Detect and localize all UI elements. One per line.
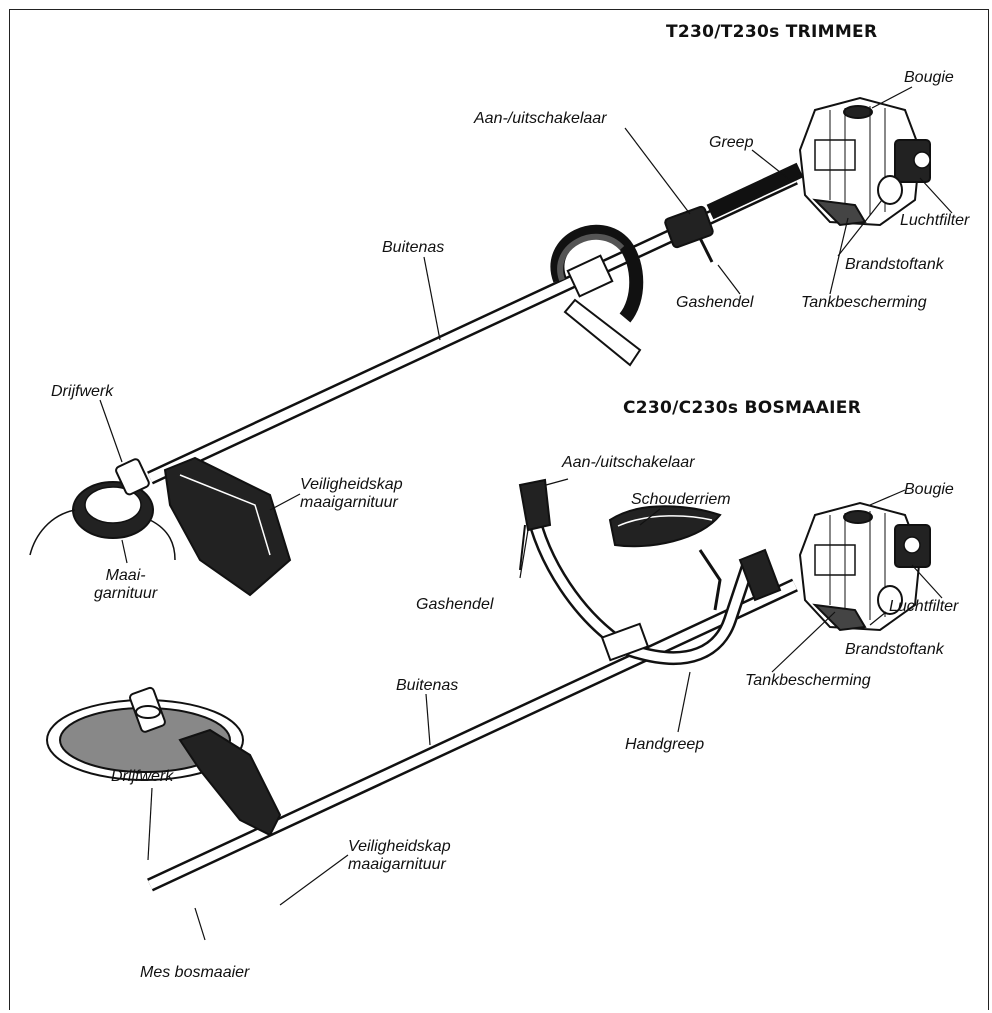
brushcutter-label-handgreep: Handgreep <box>625 736 704 754</box>
brushcutter-label-tankbescherming: Tankbescherming <box>745 672 871 690</box>
brushcutter-label-veiligheidskap-line1: Veiligheidskap <box>348 838 451 856</box>
trimmer-illustration <box>30 98 930 595</box>
brushcutter-label-aan-uit: Aan-/uitschakelaar <box>562 454 695 472</box>
trimmer-label-maai-line2: garnituur <box>94 585 157 603</box>
brushcutter-label-veiligheidskap: Veiligheidskap maaigarnituur <box>348 838 451 874</box>
brushcutter-label-brandstoftank: Brandstoftank <box>845 641 944 659</box>
trimmer-label-gashendel: Gashendel <box>676 294 753 312</box>
trimmer-label-veiligheidskap: Veiligheidskap maaigarnituur <box>300 476 403 512</box>
brushcutter-title: C230/C230s BOSMAAIER <box>623 398 861 418</box>
trimmer-title: T230/T230s TRIMMER <box>666 22 877 42</box>
trimmer-label-tankbescherming: Tankbescherming <box>801 294 927 312</box>
brushcutter-label-schouderriem: Schouderriem <box>631 491 731 509</box>
trimmer-grip <box>710 170 800 212</box>
brushcutter-label-luchtfilter: Luchtfilter <box>889 598 958 616</box>
brushcutter-label-bougie: Bougie <box>904 481 954 499</box>
trimmer-label-aan-uit: Aan-/uitschakelaar <box>474 110 607 128</box>
trimmer-label-veiligheidskap-line1: Veiligheidskap <box>300 476 403 494</box>
trimmer-label-maaigarnituur: Maai- garnituur <box>94 567 157 603</box>
brushcutter-label-buitenas: Buitenas <box>396 677 458 695</box>
trimmer-label-greep: Greep <box>709 134 753 152</box>
trimmer-label-luchtfilter: Luchtfilter <box>900 212 969 230</box>
trimmer-label-brandstoftank: Brandstoftank <box>845 256 944 274</box>
trimmer-guard <box>165 458 290 595</box>
brushcutter-blade <box>47 687 280 835</box>
trimmer-label-veiligheidskap-line2: maaigarnituur <box>300 494 403 512</box>
brushcutter-harness <box>610 506 720 546</box>
trimmer-label-maai-line1: Maai- <box>94 567 157 585</box>
trimmer-label-buitenas: Buitenas <box>382 239 444 257</box>
brushcutter-guard <box>180 730 280 835</box>
trimmer-label-bougie: Bougie <box>904 69 954 87</box>
trimmer-engine <box>800 98 930 225</box>
brushcutter-label-veiligheidskap-line2: maaigarnituur <box>348 856 451 874</box>
brushcutter-label-mes: Mes bosmaaier <box>140 964 249 982</box>
brushcutter-label-drijfwerk: Drijfwerk <box>111 768 173 786</box>
brushcutter-label-gashendel: Gashendel <box>416 596 493 614</box>
trimmer-label-drijfwerk: Drijfwerk <box>51 383 113 401</box>
